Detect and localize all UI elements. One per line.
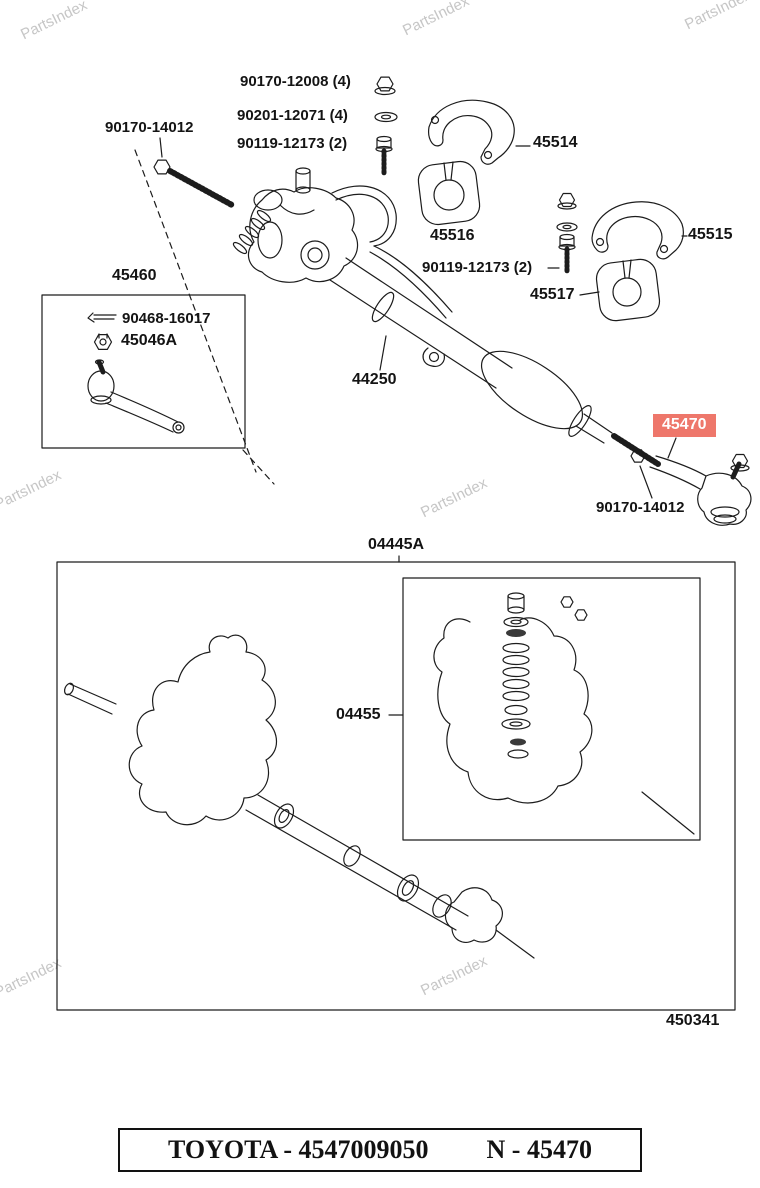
bracket-45514-drawing <box>428 99 531 165</box>
part-label-45517[interactable]: 45517 <box>530 286 575 303</box>
grommet-45516-drawing <box>417 160 481 226</box>
steering-rack-assembly-drawing <box>232 167 661 467</box>
bracket-45515-drawing <box>591 201 688 260</box>
valve-seal-kit-04455-drawing <box>388 577 701 841</box>
part-label-04445A[interactable]: 04445A <box>368 536 425 553</box>
part-label-45515[interactable]: 45515 <box>688 226 733 243</box>
part-label-45470-highlighted[interactable]: 45470 <box>653 414 716 437</box>
grommet-45517-drawing <box>579 258 661 322</box>
footer-n-number: N - 45470 <box>486 1135 592 1164</box>
part-label-90170-14012-left[interactable]: 90170-14012 <box>105 119 194 136</box>
kit-housing-gasket-drawing <box>63 634 535 959</box>
part-label-90119-12173-mid[interactable]: 90119-12173 (2) <box>422 259 533 276</box>
footer-part-info: TOYOTA - 4547009050 N - 45470 <box>118 1128 642 1172</box>
fastener-set-top-icons <box>374 76 398 177</box>
part-label-44250[interactable]: 44250 <box>352 371 397 388</box>
part-label-45460[interactable]: 45460 <box>112 267 157 284</box>
tie-rod-end-45470-drawing <box>639 437 752 526</box>
left-stud-and-nut-drawing <box>134 137 275 485</box>
part-label-04455[interactable]: 04455 <box>336 706 381 723</box>
fastener-set-mid-icons <box>547 192 578 275</box>
part-label-90170-12008[interactable]: 90170-12008 (4) <box>240 73 351 90</box>
part-label-45516[interactable]: 45516 <box>430 227 475 244</box>
part-label-90119-12173-top[interactable]: 90119-12173 (2) <box>237 135 348 152</box>
footer-brand-partnumber: TOYOTA - 4547009050 <box>168 1135 429 1164</box>
kit-box-04445A <box>56 555 736 1011</box>
part-label-45514[interactable]: 45514 <box>533 134 578 151</box>
tie-rod-box-45460 <box>41 294 246 449</box>
part-label-45046A[interactable]: 45046A <box>121 332 178 349</box>
part-label-90170-14012-right[interactable]: 90170-14012 <box>596 499 685 516</box>
part-label-90468-16017[interactable]: 90468-16017 <box>122 310 211 327</box>
part-label-90201-12071[interactable]: 90201-12071 (4) <box>237 107 348 124</box>
drawing-number: 450341 <box>666 1012 720 1029</box>
